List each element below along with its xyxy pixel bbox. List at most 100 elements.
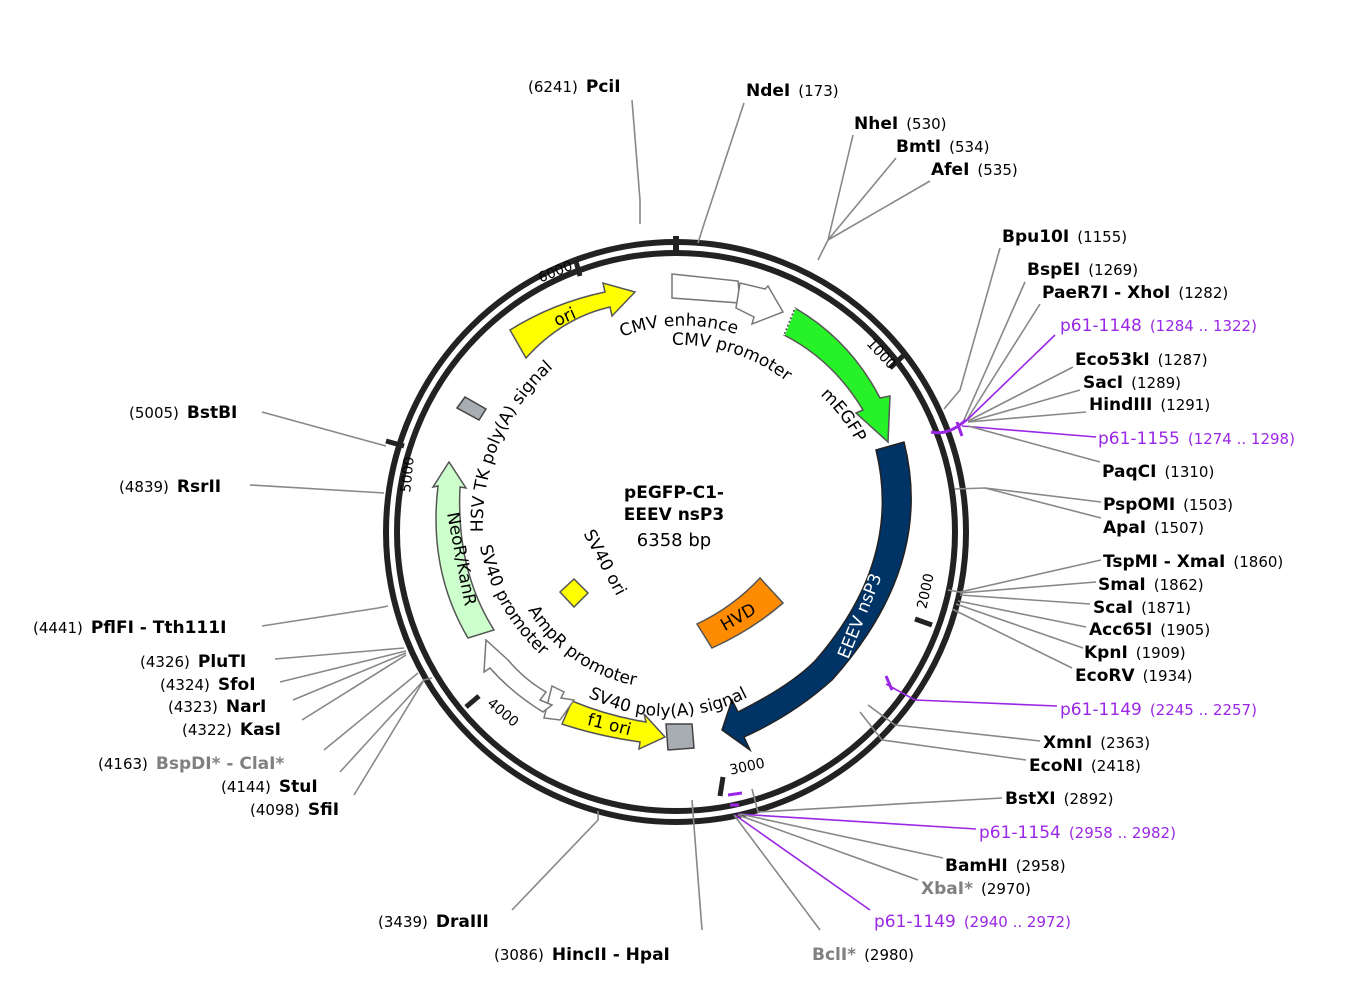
feature-cmv-promoter bbox=[735, 282, 785, 326]
leader-bspdi bbox=[323, 672, 419, 751]
site-draiii: (3439)DraIII bbox=[378, 912, 489, 932]
feature-sv40-polya-box bbox=[665, 723, 695, 751]
tick-label-2000: 2000 bbox=[915, 572, 938, 610]
leader-p61-1149a bbox=[885, 683, 1058, 707]
site-p61-1154: p61-1154(2958 .. 2982) bbox=[979, 823, 1176, 843]
site-pcii: (6241)PciI bbox=[528, 77, 621, 97]
leader-sfoi bbox=[279, 650, 407, 683]
plasmid-name-line2: EEEV nsP3 bbox=[624, 505, 724, 525]
leader-bstxi bbox=[751, 788, 1003, 813]
site-acc65i: Acc65I(1905) bbox=[1089, 620, 1210, 640]
site-p61-1149a: p61-1149(2245 .. 2257) bbox=[1060, 700, 1257, 720]
tick-4000 bbox=[464, 694, 481, 709]
leader-pflfi bbox=[261, 605, 389, 627]
leader-nari bbox=[292, 652, 407, 701]
site-bstxi: BstXI(2892) bbox=[1005, 789, 1114, 809]
label-cmv-promoter: CMV promoter bbox=[672, 330, 796, 386]
leader-sfii bbox=[353, 677, 433, 796]
site-apai: ApaI(1507) bbox=[1103, 518, 1204, 538]
primer-marker-1149a bbox=[884, 675, 894, 691]
site-nari: (4323)NarI bbox=[168, 697, 266, 717]
feature-ampr-promoter bbox=[543, 684, 576, 721]
site-bspdi-clai: (4163)BspDI* - ClaI* bbox=[98, 754, 284, 774]
plasmid-size: 6358 bp bbox=[637, 530, 711, 551]
feature-megfp bbox=[783, 306, 891, 444]
site-pluti: (4326)PluTI bbox=[140, 652, 246, 672]
leader-rsrii bbox=[249, 484, 385, 494]
site-nhei: NheI(530) bbox=[854, 114, 947, 134]
site-pspomi: PspOMI(1503) bbox=[1103, 495, 1233, 515]
leader-bstbi bbox=[261, 411, 387, 447]
leader-bspei bbox=[963, 281, 1026, 421]
tick-label-3000: 3000 bbox=[728, 756, 766, 779]
center-title: pEGFP-C1- EEEV nsP3 6358 bp bbox=[624, 483, 724, 551]
leader-lines bbox=[249, 99, 1102, 931]
leader-apai bbox=[984, 487, 1102, 519]
leader-p61-1148 bbox=[965, 334, 1056, 422]
leader-pluti bbox=[274, 647, 405, 660]
leader-p61-1149b bbox=[734, 814, 871, 911]
megfp-dotted-edge bbox=[783, 307, 796, 336]
site-bspei: BspEI(1269) bbox=[1027, 260, 1138, 280]
site-hindiii: HindIII(1291) bbox=[1089, 395, 1210, 415]
site-econi: EcoNI(2418) bbox=[1029, 756, 1141, 776]
label-hsv-tk-polya: HSV TK poly(A) signal bbox=[468, 357, 557, 532]
leader-kpni bbox=[955, 603, 1084, 649]
leader-paqci bbox=[967, 425, 1101, 463]
site-rsrii: (4839)RsrII bbox=[119, 477, 221, 497]
tick-label-4000: 4000 bbox=[484, 695, 522, 730]
site-saci: SacI(1289) bbox=[1083, 373, 1181, 393]
leader-p61-1155 bbox=[961, 425, 1097, 438]
site-pflfi-tth111i: (4441)PflFI - Tth111I bbox=[33, 618, 226, 638]
site-bpu10i: Bpu10I(1155) bbox=[1002, 227, 1127, 247]
site-scai: ScaI(1871) bbox=[1093, 598, 1191, 618]
leader-hincii bbox=[691, 799, 703, 931]
tick-1000 bbox=[888, 353, 906, 370]
site-xbai: XbaI*(2970) bbox=[921, 879, 1031, 899]
site-bamhi: BamHI(2958) bbox=[945, 856, 1066, 876]
site-eco53ki: Eco53kI(1287) bbox=[1075, 350, 1208, 370]
tick-3000 bbox=[717, 776, 726, 797]
primer-markers bbox=[727, 418, 967, 807]
site-ecorv: EcoRV(1934) bbox=[1075, 666, 1193, 686]
leader-paer7i bbox=[965, 303, 1041, 422]
site-hincii-hpai: (3086)HincII - HpaI bbox=[494, 945, 670, 965]
primer-marker-1148 bbox=[955, 421, 964, 437]
site-stui: (4144)StuI bbox=[221, 777, 318, 797]
site-bcli: BclI*(2980) bbox=[812, 945, 914, 965]
leader-smai bbox=[959, 581, 1097, 594]
feature-f1-ori bbox=[560, 700, 667, 751]
site-labels: (6241)PciI NdeI(173) NheI(530) BmtI(534)… bbox=[33, 77, 1295, 965]
leader-afei bbox=[827, 180, 931, 241]
leader-bcli bbox=[733, 814, 821, 931]
feature-sv40-ori bbox=[558, 577, 590, 609]
leader-xmni bbox=[867, 704, 1041, 742]
leader-acc65i bbox=[957, 600, 1087, 628]
site-afei: AfeI(535) bbox=[931, 160, 1018, 180]
site-p61-1149b: p61-1149(2940 .. 2972) bbox=[874, 912, 1071, 932]
site-paer7i-xhoi: PaeR7I - XhoI(1282) bbox=[1042, 283, 1228, 303]
site-p61-1155: p61-1155(1274 .. 1298) bbox=[1098, 429, 1295, 449]
site-p61-1148: p61-1148(1284 .. 1322) bbox=[1060, 316, 1257, 336]
plasmid-name-line1: pEGFP-C1- bbox=[624, 483, 724, 503]
tick-5000 bbox=[385, 438, 405, 449]
site-xmni: XmnI(2363) bbox=[1043, 733, 1150, 753]
label-sv40-ori: SV40 ori bbox=[579, 526, 630, 599]
leader-saci bbox=[967, 389, 1081, 423]
leader-draiii bbox=[511, 811, 599, 911]
leader-bpu10i bbox=[943, 247, 1001, 410]
site-sfii: (4098)SfiI bbox=[250, 800, 339, 820]
site-kpni: KpnI(1909) bbox=[1084, 643, 1186, 663]
leader-kasi bbox=[301, 654, 407, 721]
leader-econi bbox=[859, 711, 1027, 761]
feature-hvd bbox=[695, 576, 785, 649]
features bbox=[431, 273, 912, 753]
site-sfoi: (4324)SfoI bbox=[160, 675, 256, 695]
site-tspmi-xmai: TspMI - XmaI(1860) bbox=[1103, 552, 1283, 572]
tick-2000 bbox=[914, 616, 933, 628]
site-smai: SmaI(1862) bbox=[1098, 575, 1204, 595]
leader-ecorv bbox=[951, 608, 1073, 669]
feature-neor-kanr bbox=[431, 460, 496, 639]
leader-ndei bbox=[697, 102, 745, 244]
